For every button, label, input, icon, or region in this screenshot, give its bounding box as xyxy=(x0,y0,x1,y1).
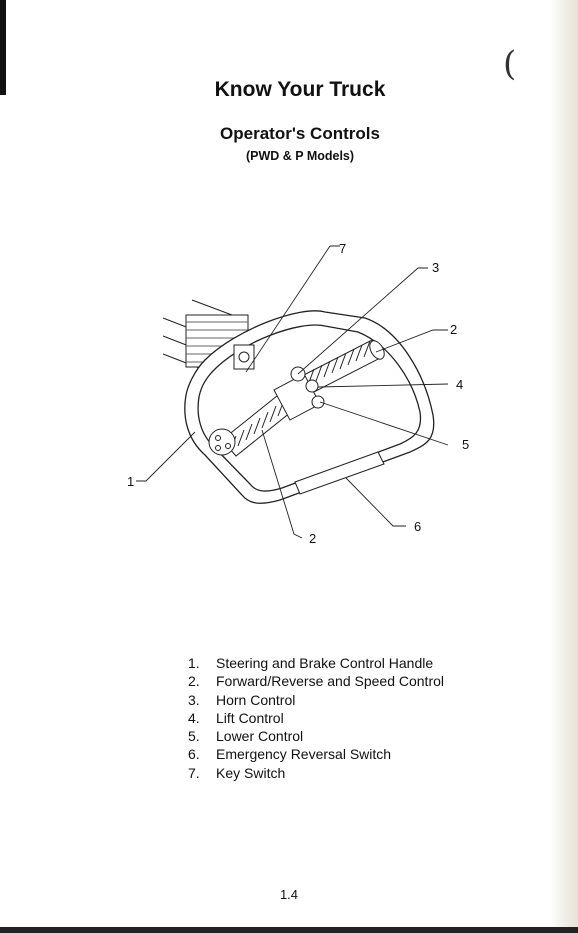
legend-item: 3. Horn Control xyxy=(188,691,444,709)
callout-6: 6 xyxy=(414,519,421,534)
callout-2-upper: 2 xyxy=(450,322,457,337)
callout-1: 1 xyxy=(127,474,134,489)
page-title: Know Your Truck xyxy=(214,78,386,101)
callout-4: 4 xyxy=(456,377,463,392)
callout-leaders xyxy=(136,245,449,539)
legend-text: Steering and Brake Control Handle xyxy=(216,655,434,671)
legend-number: 2. xyxy=(188,673,200,690)
callout-2-lower: 2 xyxy=(309,531,316,546)
section-title: Operator's Controls xyxy=(220,124,380,143)
legend-number: 1. xyxy=(188,655,200,671)
page-number: 1.4 xyxy=(279,887,299,902)
margin-mark: ( xyxy=(503,44,517,84)
grip-bar xyxy=(208,339,385,457)
legend-text: Key Switch xyxy=(216,764,286,781)
legend-item: 2. Forward/Reverse and Speed Control xyxy=(188,672,444,690)
callout-3: 3 xyxy=(432,260,439,275)
scan-edge-right xyxy=(550,0,578,933)
legend-text: Forward/Reverse and Speed Control xyxy=(216,673,445,690)
legend-item: 6. Emergency Reversal Switch xyxy=(188,745,444,763)
controls-legend: 1. Steering and Brake Control Handle 2. Fo… xyxy=(188,654,444,782)
models-label: (PWD & P Models) xyxy=(245,149,355,163)
controls-diagram: 7 3 2 4 5 1 6 2 xyxy=(127,241,469,546)
legend-text: Horn Control xyxy=(216,691,296,708)
legend-item: 7. Key Switch xyxy=(188,764,444,782)
legend-item: 4. Lift Control xyxy=(188,709,444,727)
legend-number: 5. xyxy=(188,728,200,745)
scan-edge-left xyxy=(0,0,6,95)
key-switch xyxy=(233,344,255,370)
legend-text: Lower Control xyxy=(216,728,304,745)
legend-number: 7. xyxy=(188,764,200,781)
legend-number: 4. xyxy=(188,709,200,726)
emergency-reversal-switch xyxy=(294,451,385,495)
legend-text: Lift Control xyxy=(216,709,284,726)
callout-7: 7 xyxy=(339,241,346,256)
legend-text: Emergency Reversal Switch xyxy=(216,746,392,763)
scan-edge-bottom xyxy=(0,927,578,933)
legend-number: 3. xyxy=(188,691,200,708)
legend-number: 6. xyxy=(188,746,200,763)
legend-item: 5. Lower Control xyxy=(188,727,444,745)
callout-5: 5 xyxy=(462,437,469,452)
legend-item: 1. Steering and Brake Control Handle xyxy=(188,654,444,672)
